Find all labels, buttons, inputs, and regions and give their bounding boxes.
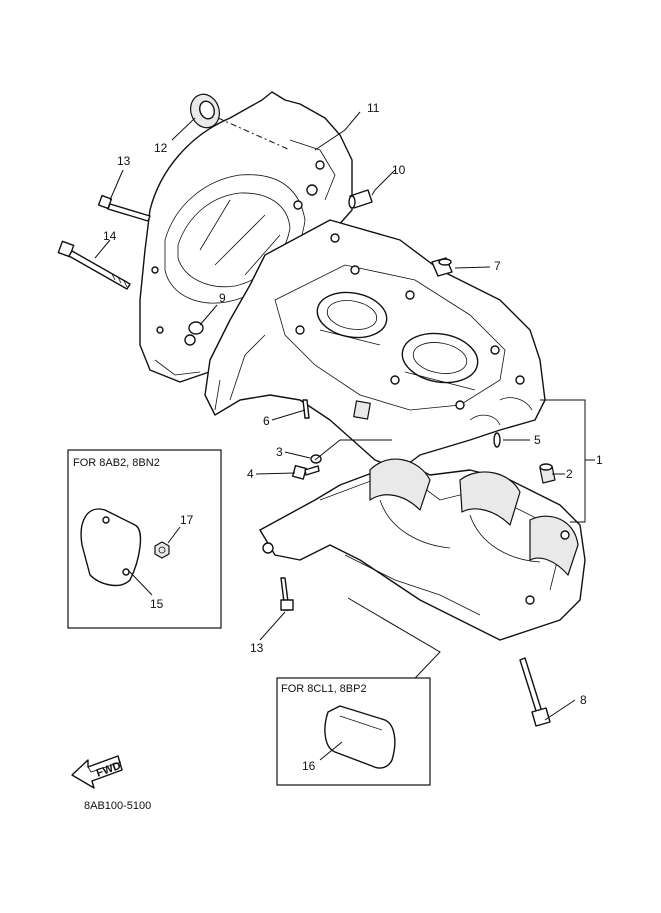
lower-crankcase <box>259 458 586 641</box>
inset-right-title: FOR 8CL1, 8BP2 <box>281 683 367 695</box>
collar-9 <box>188 321 204 335</box>
nut-17 <box>154 541 170 559</box>
bolt-long <box>57 240 131 290</box>
callout-7: 7 <box>494 259 501 273</box>
callout-8: 8 <box>580 693 587 707</box>
leader-lines <box>94 111 595 721</box>
bolt-8 <box>519 657 551 727</box>
callout-5: 5 <box>534 433 541 447</box>
callout-13-lower: 13 <box>250 641 264 655</box>
callout-numbers: 1 2 3 4 5 6 7 8 9 10 11 12 13 13 14 <box>103 101 603 707</box>
pin-5 <box>493 432 501 448</box>
cap-2 <box>539 463 556 484</box>
callout-9: 9 <box>219 291 226 305</box>
callout-16: 16 <box>302 759 316 773</box>
stud-7 <box>431 257 453 277</box>
callout-3: 3 <box>276 445 283 459</box>
callout-13-upper: 13 <box>117 154 131 168</box>
bearing <box>190 93 220 129</box>
fwd-arrow-icon: FWD <box>71 755 123 789</box>
crankcase-cover <box>139 91 353 383</box>
callout-10: 10 <box>392 163 406 177</box>
callout-1: 1 <box>596 453 603 467</box>
bolt-lower <box>280 577 294 611</box>
callout-4: 4 <box>247 467 254 481</box>
cover-plate-15 <box>80 508 142 587</box>
callout-15: 15 <box>150 597 164 611</box>
bolt-4 <box>291 464 320 480</box>
pin-6 <box>302 399 310 419</box>
callout-12: 12 <box>154 141 168 155</box>
callout-6: 6 <box>263 414 270 428</box>
callout-14: 14 <box>103 229 117 243</box>
inset-left-title: FOR 8AB2, 8BN2 <box>73 457 160 469</box>
bolt-upper <box>97 194 151 222</box>
diagram-code: 8AB100-5100 <box>84 800 151 812</box>
callout-11: 11 <box>367 101 380 115</box>
plate-16 <box>324 705 396 769</box>
inset-right: FOR 8CL1, 8BP2 16 <box>276 677 431 786</box>
upper-crankcase <box>204 219 546 471</box>
callout-2: 2 <box>566 467 573 481</box>
inset-left: FOR 8AB2, 8BN2 17 15 <box>67 449 222 629</box>
dowel-pin <box>348 189 373 209</box>
callout-17: 17 <box>180 513 194 527</box>
